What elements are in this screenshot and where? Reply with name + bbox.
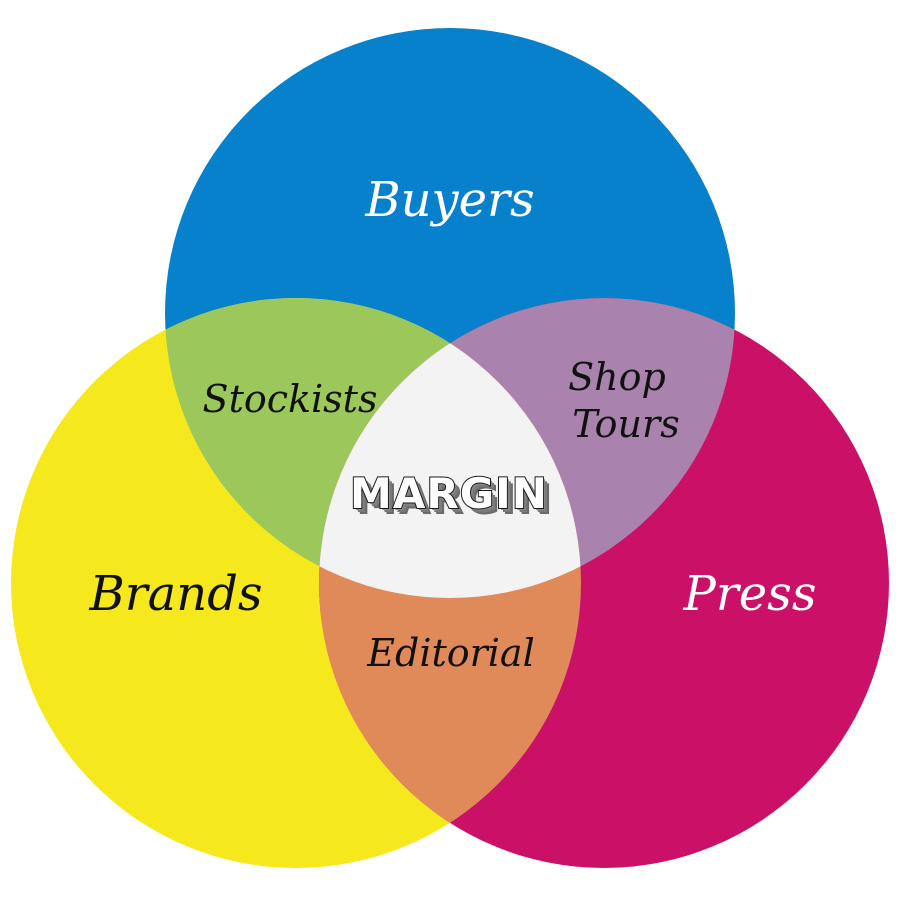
margin-logo-shadow-1: MARGIN bbox=[352, 471, 550, 520]
label-press: Press bbox=[683, 566, 817, 622]
margin-logo: MARGIN MARGIN MARGIN MARGIN bbox=[349, 468, 554, 524]
label-brands: Brands bbox=[88, 566, 262, 622]
margin-logo-shadow-3: MARGIN bbox=[356, 475, 554, 524]
label-editorial: Editorial bbox=[366, 631, 535, 675]
label-buyers: Buyers bbox=[364, 172, 534, 228]
label-shop: Shop bbox=[568, 355, 666, 399]
label-stockists: Stockists bbox=[203, 377, 378, 421]
margin-logo-text: MARGIN bbox=[350, 469, 548, 518]
label-tours: Tours bbox=[572, 402, 679, 446]
margin-logo-shadow-2: MARGIN bbox=[354, 473, 552, 522]
overlap-center bbox=[319, 298, 581, 598]
